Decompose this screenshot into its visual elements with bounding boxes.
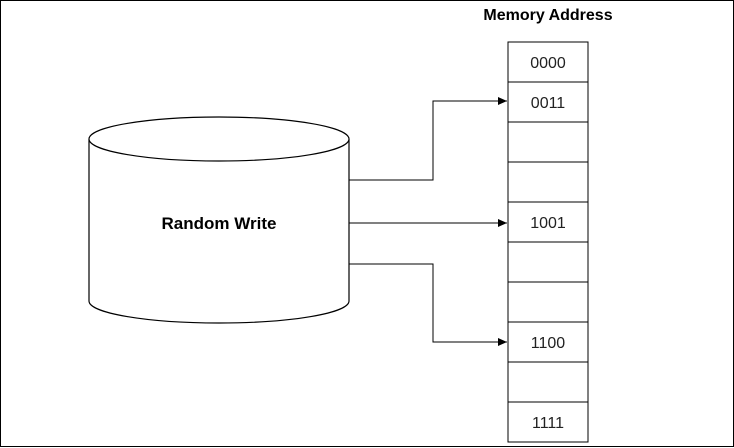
memory-column: 0000 0011 1001 1100 1111: [507, 41, 589, 443]
memory-cell: [507, 361, 589, 403]
arrow-to-0011: [349, 97, 507, 181]
memory-cell: [507, 121, 589, 163]
memory-cell-address: 1111: [532, 415, 564, 432]
memory-cell: [507, 41, 589, 83]
memory-address-title: Memory Address: [483, 7, 612, 24]
memory-cell: [507, 241, 589, 283]
memory-cell-address: 1100: [531, 335, 566, 352]
memory-cell: [507, 81, 589, 123]
connectors: [349, 97, 507, 346]
memory-cell-address: 0000: [530, 55, 566, 72]
memory-cell: [507, 161, 589, 203]
cylinder-body: [88, 139, 350, 324]
memory-cell-address: 1001: [530, 215, 566, 232]
storage-label: Random Write: [162, 214, 277, 233]
memory-cell: [507, 201, 589, 243]
arrow-to-1100: [349, 263, 507, 346]
memory-cell: [507, 401, 589, 443]
cylinder-top: [88, 116, 350, 162]
memory-cell-address: 0011: [531, 95, 566, 112]
storage-cylinder: [88, 116, 350, 324]
memory-cell: [507, 281, 589, 323]
